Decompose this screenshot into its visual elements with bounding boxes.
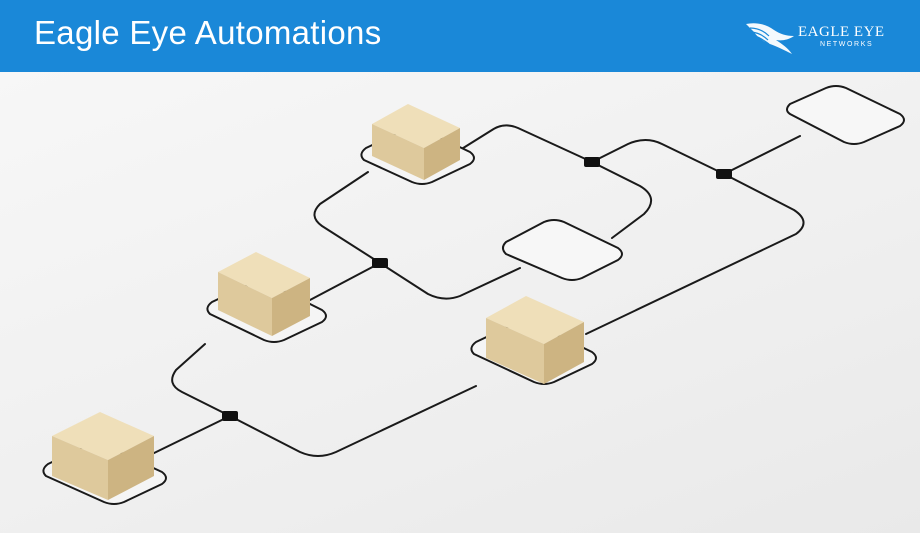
- empty-pad: [786, 85, 905, 145]
- connector: [723, 135, 801, 175]
- connector: [459, 124, 593, 163]
- connector: [171, 343, 231, 417]
- junction-node: [716, 169, 732, 179]
- connector: [309, 262, 381, 301]
- junction-node: [372, 258, 388, 268]
- workflow-diagram: [42, 85, 905, 505]
- empty-pads: [502, 85, 905, 281]
- connector: [591, 139, 725, 175]
- junction-nodes: [222, 157, 732, 421]
- connector: [149, 415, 231, 456]
- logo-subtitle: NETWORKS: [820, 41, 874, 48]
- cube-bottom-left: [52, 412, 154, 500]
- header-banner: Eagle Eye Automations EAGLE EYE NETWORKS: [0, 0, 920, 72]
- connector: [229, 385, 477, 457]
- cube-top: [372, 104, 460, 180]
- connector: [379, 262, 521, 300]
- workflow-illustration: [0, 72, 920, 533]
- empty-pad: [502, 219, 623, 281]
- connector: [585, 173, 805, 335]
- junction-node: [584, 157, 600, 167]
- page-title: Eagle Eye Automations: [34, 14, 382, 51]
- connector: [313, 171, 381, 264]
- connection-lines: [149, 124, 805, 457]
- connector: [591, 161, 652, 239]
- cube-mid-left: [218, 252, 310, 336]
- logo-wordmark: EAGLE EYE: [798, 24, 885, 40]
- eagle-icon: [746, 23, 794, 54]
- cube-bottom-right: [486, 296, 584, 384]
- junction-node: [222, 411, 238, 421]
- eagle-eye-networks-logo: EAGLE EYE NETWORKS: [742, 14, 912, 60]
